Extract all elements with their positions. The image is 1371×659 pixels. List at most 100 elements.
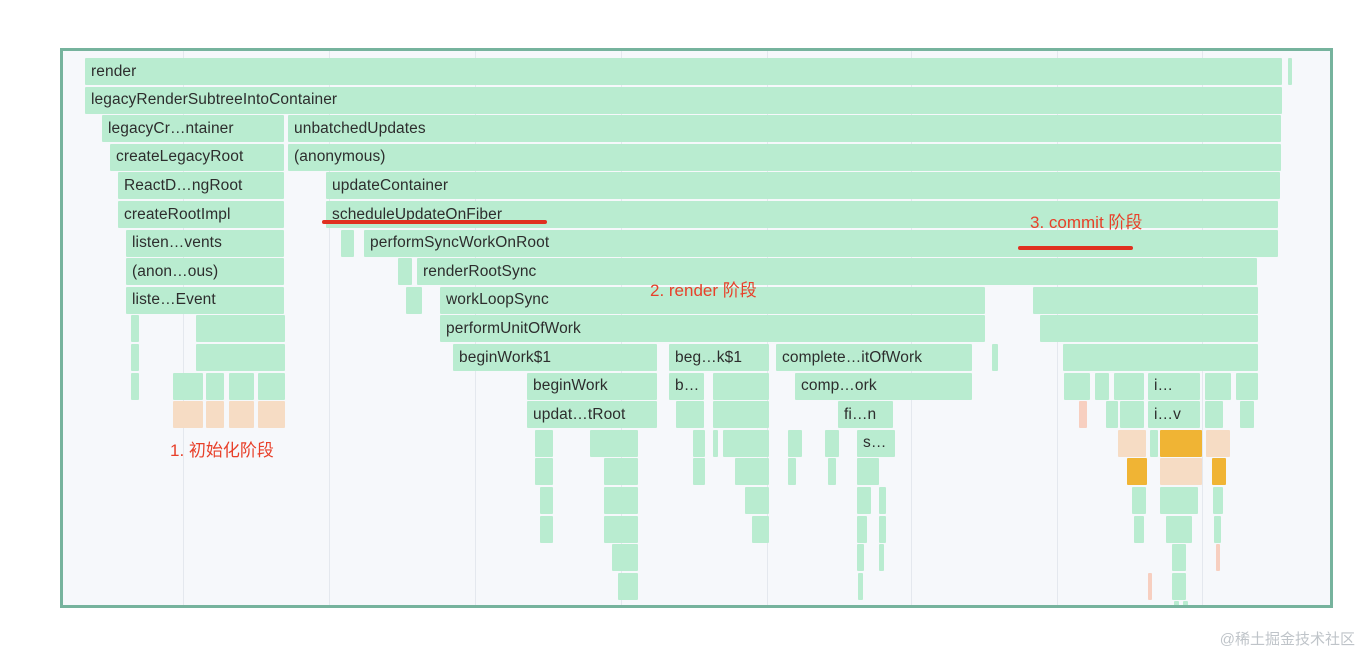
flame-bar[interactable] <box>745 487 769 514</box>
flame-bar-renderrootsync[interactable]: renderRootSync <box>417 258 1257 286</box>
flame-bar[interactable] <box>1206 429 1230 457</box>
flame-bar[interactable] <box>713 401 769 429</box>
flame-bar[interactable] <box>713 429 718 457</box>
flame-bar-performsyncworkonroot[interactable]: performSyncWorkOnRoot <box>364 229 1278 257</box>
flame-bar[interactable] <box>752 515 769 543</box>
flame-bar-fi-n[interactable]: fi…n <box>838 401 893 429</box>
flame-bar-i-v[interactable]: i…v <box>1148 401 1200 429</box>
flame-bar-beginwork[interactable]: beginWork <box>527 372 657 400</box>
flame-bar[interactable] <box>1127 458 1147 486</box>
flame-bar[interactable] <box>857 458 879 486</box>
flame-bar[interactable] <box>1064 372 1090 400</box>
flame-bar[interactable] <box>735 458 769 486</box>
flame-bar[interactable] <box>1106 401 1118 429</box>
flame-bar[interactable] <box>535 429 553 457</box>
flame-bar[interactable] <box>131 344 139 371</box>
flame-bar[interactable] <box>398 258 412 286</box>
flame-bar[interactable] <box>1236 372 1258 400</box>
flame-bar[interactable] <box>1205 401 1223 429</box>
flame-bar-unbatchedupdates[interactable]: unbatchedUpdates <box>288 115 1281 143</box>
flame-bar[interactable] <box>857 487 871 514</box>
flame-bar[interactable] <box>693 458 705 486</box>
flame-bar[interactable] <box>1174 601 1179 605</box>
flame-bar[interactable] <box>1040 315 1258 343</box>
flame-bar[interactable] <box>1033 286 1258 314</box>
flame-bar[interactable] <box>992 344 998 371</box>
flame-bar-performunitofwork[interactable]: performUnitOfWork <box>440 315 985 343</box>
flame-bar[interactable] <box>258 372 285 400</box>
flame-bar[interactable] <box>788 429 802 457</box>
flame-bar-comp-ork[interactable]: comp…ork <box>795 372 972 400</box>
flame-bar-listen-vents[interactable]: listen…vents <box>126 229 284 257</box>
flame-bar[interactable] <box>229 401 254 429</box>
flame-bar[interactable] <box>612 544 638 572</box>
flame-bar[interactable] <box>1079 401 1087 429</box>
flame-bar[interactable] <box>1150 429 1158 457</box>
flame-bar[interactable] <box>618 572 638 600</box>
flame-bar[interactable] <box>540 515 553 543</box>
flame-bar[interactable] <box>857 515 867 543</box>
flame-bar[interactable] <box>713 372 769 400</box>
flame-bar[interactable] <box>1172 544 1186 572</box>
flame-bar-updat-troot[interactable]: updat…tRoot <box>527 401 657 429</box>
flame-bar-s-[interactable]: s… <box>857 429 895 457</box>
flame-bar[interactable] <box>1240 401 1254 429</box>
flame-bar-updatecontainer[interactable]: updateContainer <box>326 172 1280 200</box>
flame-bar[interactable] <box>604 458 638 486</box>
flame-bar--anonymous-[interactable]: (anonymous) <box>288 143 1281 171</box>
flame-bar[interactable] <box>341 229 354 257</box>
flame-bar[interactable] <box>206 401 224 429</box>
flame-bar-liste-event[interactable]: liste…Event <box>126 286 284 314</box>
flame-bar[interactable] <box>676 401 704 429</box>
flame-bar[interactable] <box>788 458 796 486</box>
flame-bar[interactable] <box>131 372 139 400</box>
flame-bar[interactable] <box>1120 401 1144 429</box>
flame-bar-i-[interactable]: i… <box>1148 372 1200 400</box>
flame-bar[interactable] <box>1205 372 1231 400</box>
flame-bar[interactable] <box>1212 458 1226 486</box>
flame-bar[interactable] <box>825 429 839 457</box>
flame-bar-createlegacyroot[interactable]: createLegacyRoot <box>110 143 284 171</box>
flame-bar[interactable] <box>196 315 285 343</box>
flame-bar[interactable] <box>1160 429 1202 457</box>
flame-bar[interactable] <box>1288 58 1292 85</box>
flame-bar[interactable] <box>131 315 139 343</box>
flame-bar[interactable] <box>879 515 886 543</box>
flame-bar[interactable] <box>1148 572 1152 600</box>
flame-bar[interactable] <box>857 544 864 572</box>
flame-bar[interactable] <box>173 372 203 400</box>
flame-bar[interactable] <box>604 515 638 543</box>
flame-bar[interactable] <box>406 286 422 314</box>
flame-bar[interactable] <box>173 401 203 429</box>
flame-bar[interactable] <box>229 372 254 400</box>
flame-bar[interactable] <box>1166 515 1192 543</box>
flame-bar[interactable] <box>1183 601 1188 605</box>
flame-bar[interactable] <box>828 458 836 486</box>
flame-bar[interactable] <box>1118 429 1146 457</box>
flame-bar[interactable] <box>590 429 638 457</box>
flame-bar[interactable] <box>1160 458 1202 486</box>
flame-bar-createrootimpl[interactable]: createRootImpl <box>118 201 284 228</box>
flame-bar[interactable] <box>1214 515 1221 543</box>
flame-bar-complete-itofwork[interactable]: complete…itOfWork <box>776 344 972 371</box>
flame-bar-render[interactable]: render <box>85 58 1282 85</box>
flame-bar[interactable] <box>1172 572 1186 600</box>
flame-bar--anon-ous-[interactable]: (anon…ous) <box>126 258 284 286</box>
flame-bar[interactable] <box>258 401 285 429</box>
flame-bar-beginwork$1[interactable]: beginWork$1 <box>453 344 657 371</box>
flame-bar[interactable] <box>1063 344 1258 371</box>
flame-bar[interactable] <box>858 572 863 600</box>
flame-bar-b-[interactable]: b… <box>669 372 704 400</box>
flame-bar[interactable] <box>206 372 224 400</box>
flame-bar[interactable] <box>1134 515 1144 543</box>
flame-bar[interactable] <box>1095 372 1109 400</box>
flame-bar[interactable] <box>535 458 553 486</box>
flame-bar[interactable] <box>723 429 769 457</box>
flame-bar[interactable] <box>879 487 886 514</box>
flame-bar[interactable] <box>693 429 705 457</box>
flame-bar-legacycr-ntainer[interactable]: legacyCr…ntainer <box>102 115 284 143</box>
flame-bar[interactable] <box>1132 487 1146 514</box>
flame-bar-legacyrendersubtreeintocontainer[interactable]: legacyRenderSubtreeIntoContainer <box>85 86 1282 114</box>
